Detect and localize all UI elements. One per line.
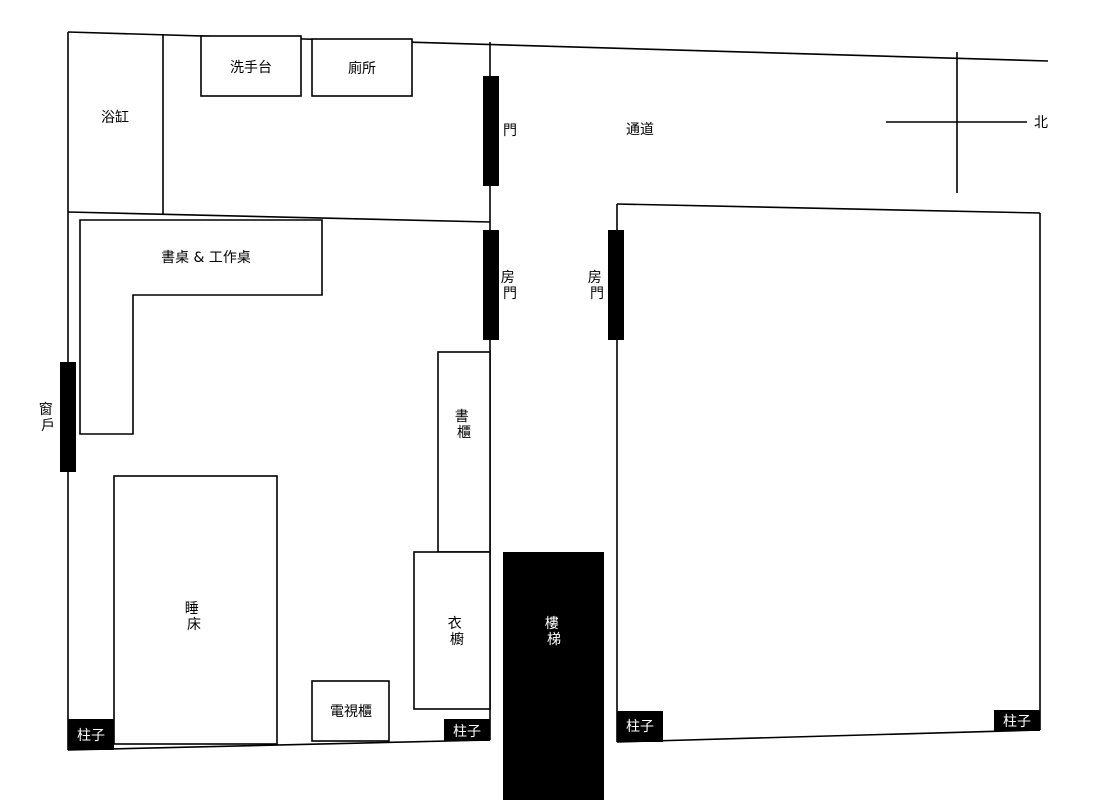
- right-room-north-wall: [616, 203, 1041, 214]
- pillar-right-room-left: 柱子: [617, 711, 663, 742]
- window-label: 窗 戶: [39, 401, 57, 434]
- window: 窗 戶: [39, 362, 76, 472]
- bed: 睡 床: [113, 475, 278, 745]
- compass: 北: [886, 52, 1048, 193]
- tv-cabinet-box: [311, 680, 390, 742]
- desk-label: 書桌 & 工作桌: [161, 250, 251, 266]
- pillar-bottom-center-label: 柱子: [453, 724, 481, 740]
- right-room-door-label: 房 門: [588, 270, 606, 302]
- left-room-door: 房 門: [483, 230, 519, 340]
- stairs-label: 樓 梯: [545, 616, 563, 648]
- wardrobe-label: 衣 櫥: [448, 616, 466, 648]
- bookshelf-label: 書 櫃: [455, 409, 473, 441]
- stairs-block: [503, 552, 604, 800]
- pillar-bottom-left-label: 柱子: [77, 728, 105, 744]
- right-room-door: 房 門: [588, 230, 624, 340]
- left-room-door-label: 房 門: [501, 270, 519, 302]
- desk: 書桌 & 工作桌: [79, 219, 323, 435]
- bookshelf: 書 櫃: [437, 351, 491, 553]
- bathtub-label: 浴缸: [101, 109, 129, 126]
- toilet: 廁所: [311, 38, 413, 97]
- right-room-door-bar: [608, 230, 624, 340]
- toilet-label: 廁所: [348, 60, 376, 77]
- pillar-right-room-right: 柱子: [994, 710, 1040, 731]
- wardrobe: 衣 櫥: [413, 551, 491, 710]
- pillar-right-room-left-label: 柱子: [626, 719, 654, 735]
- pillar-bottom-left-block: [68, 719, 114, 750]
- wardrobe-box: [413, 551, 491, 710]
- bathroom-door-label: 門: [503, 123, 517, 139]
- bed-box: [113, 475, 278, 745]
- left-room-door-bar: [483, 230, 499, 340]
- stairs: 樓 梯: [503, 552, 604, 800]
- bathroom-door: 門: [483, 76, 517, 186]
- pillar-bottom-center-block: [444, 719, 490, 741]
- pillar-bottom-center: 柱子: [444, 719, 490, 741]
- desk-shape: [79, 219, 323, 435]
- south-wall-left-room: [67, 739, 491, 751]
- bathroom-door-bar: [483, 76, 499, 186]
- bed-label: 睡 床: [185, 601, 203, 633]
- tv-cabinet-label: 電視櫃: [330, 704, 372, 720]
- right-room-south-wall: [616, 729, 1041, 743]
- washbasin-box: [200, 35, 302, 97]
- pillar-right-room-right-label: 柱子: [1003, 714, 1031, 730]
- bookshelf-box: [437, 351, 491, 553]
- tv-cabinet: 電視櫃: [311, 680, 390, 742]
- toilet-box: [311, 38, 413, 97]
- north-label: 北: [1034, 115, 1048, 131]
- bathroom-bedroom-partition: [67, 211, 491, 223]
- pillar-right-room-right-block: [994, 710, 1040, 731]
- corridor-label: 通道: [626, 122, 654, 138]
- washbasin: 洗手台: [200, 35, 302, 97]
- pillar-right-room-left-block: [617, 711, 663, 742]
- pillar-bottom-left: 柱子: [68, 719, 114, 750]
- window-bar: [60, 362, 76, 472]
- washbasin-label: 洗手台: [230, 60, 272, 76]
